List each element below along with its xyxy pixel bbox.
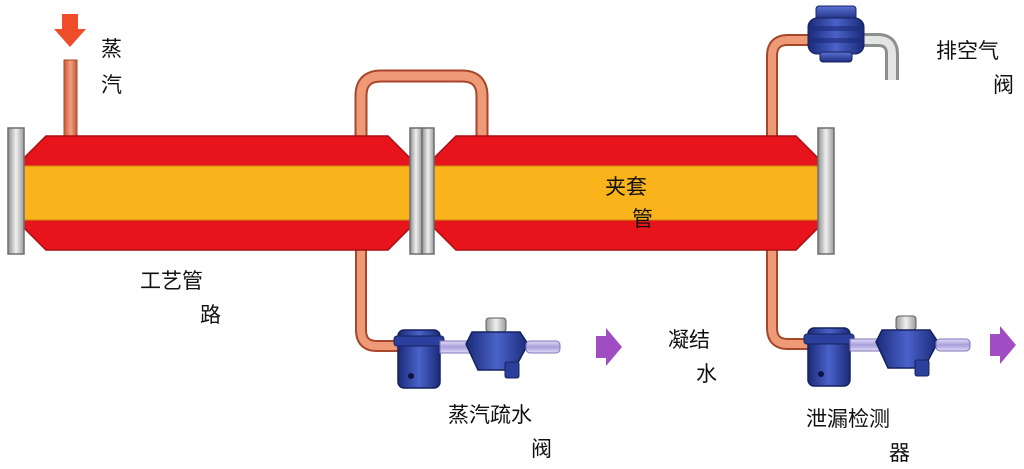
process-pipe-label-line1: 工艺管 — [140, 269, 203, 293]
outlet-arrow-icon-left — [596, 328, 622, 366]
process-pipe-label-line2: 路 — [200, 303, 221, 327]
steam-arrow-icon — [54, 14, 86, 47]
vent-valve-label-line2: 阀 — [993, 73, 1014, 97]
leak-detector-label-line2: 器 — [889, 441, 910, 465]
jacket-pipe-label-line1: 夹套 — [605, 175, 647, 199]
air-vent-valve — [807, 5, 865, 63]
steam-trap-assembly — [393, 317, 622, 389]
flange-right — [817, 127, 835, 255]
process-pipe-core-right — [434, 166, 818, 220]
jacket-section-left — [23, 135, 411, 251]
jacket-section-right — [433, 135, 819, 251]
flange-middle-a — [409, 127, 423, 255]
condensate-label-line1: 凝结 — [668, 328, 710, 352]
flange-left — [7, 127, 25, 255]
steam-label-line2: 汽 — [101, 73, 122, 97]
steam-trap-label-line1: 蒸汽疏水 — [448, 403, 532, 427]
condensate-label-line2: 水 — [696, 362, 717, 386]
drain-pipe-right — [766, 250, 808, 350]
vent-valve-label-line1: 排空气 — [936, 39, 999, 63]
leak-detector-assembly — [803, 315, 1016, 387]
leak-detector-label-line1: 泄漏检测 — [806, 407, 890, 431]
process-pipe-core-left — [24, 166, 410, 220]
drain-pipe-left — [355, 250, 398, 352]
steam-trap-label-line2: 阀 — [531, 437, 552, 461]
steam-inlet — [54, 14, 86, 141]
vent-riser-pipe — [766, 34, 812, 140]
outlet-arrow-icon-right — [990, 326, 1016, 364]
jacket-pipe-label-line2: 管 — [632, 207, 653, 231]
steam-inlet-pipe — [63, 59, 78, 141]
flange-middle-b — [421, 127, 435, 255]
steam-label-line1: 蒸 — [101, 37, 122, 61]
